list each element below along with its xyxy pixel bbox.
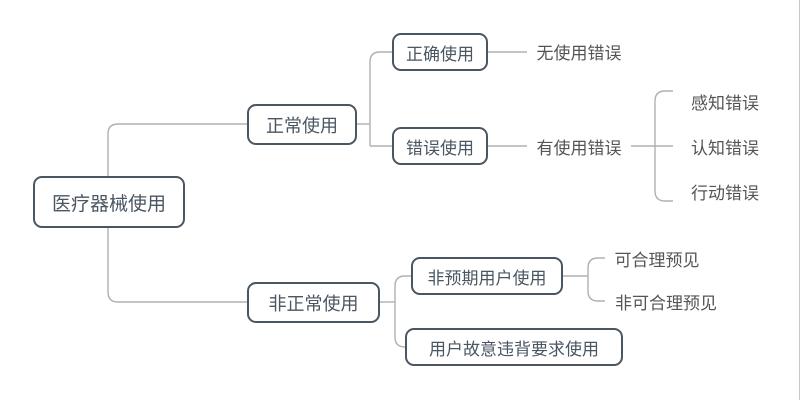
node-unexpected-user-use-label: 非预期用户使用 xyxy=(427,268,547,288)
node-action-error: 行动错误 xyxy=(673,178,777,204)
node-correct-use[interactable]: 正确使用 xyxy=(392,33,488,71)
node-cognition-error-label: 认知错误 xyxy=(691,138,759,158)
node-root-medical-device-use[interactable]: 医疗器械使用 xyxy=(33,176,185,228)
node-has-use-error: 有使用错误 xyxy=(527,133,631,159)
connector-normal-to-correct xyxy=(369,51,392,63)
node-not-reasonably-foreseeable: 非可合理预见 xyxy=(605,288,727,314)
node-unexpected-user-use[interactable]: 非预期用户使用 xyxy=(411,257,563,295)
node-intentional-violation-use-label: 用户故意违背要求使用 xyxy=(429,339,599,359)
connector-error-to-action xyxy=(654,190,673,202)
connector-root-to-normal xyxy=(107,123,247,135)
node-perception-error: 感知错误 xyxy=(673,88,777,114)
connector-error-to-perception xyxy=(654,90,673,102)
node-has-use-error-label: 有使用错误 xyxy=(536,138,622,158)
node-correct-use-label: 正确使用 xyxy=(406,44,474,64)
connector-abnormal-to-unexpected xyxy=(394,275,411,287)
node-abnormal-use-label: 非正常使用 xyxy=(268,293,359,314)
node-normal-use[interactable]: 正常使用 xyxy=(247,104,357,145)
node-no-use-error-label: 无使用错误 xyxy=(536,43,622,63)
node-normal-use-label: 正常使用 xyxy=(266,115,338,136)
node-root-label: 医疗器械使用 xyxy=(51,193,166,215)
connector-to-notforeseeable xyxy=(587,290,605,302)
node-action-error-label: 行动错误 xyxy=(691,183,759,203)
connector-to-foreseeable xyxy=(587,257,605,269)
node-cognition-error: 认知错误 xyxy=(673,133,777,159)
node-no-use-error: 无使用错误 xyxy=(527,38,631,64)
node-perception-error-label: 感知错误 xyxy=(691,93,759,113)
node-intentional-violation-use[interactable]: 用户故意违背要求使用 xyxy=(405,328,623,366)
node-not-reasonably-foreseeable-label: 非可合理预见 xyxy=(615,293,717,313)
node-wrong-use[interactable]: 错误使用 xyxy=(392,127,488,165)
connector-root-to-abnormal xyxy=(107,291,247,303)
node-wrong-use-label: 错误使用 xyxy=(406,138,474,158)
node-reasonably-foreseeable-label: 可合理预见 xyxy=(614,250,700,270)
node-reasonably-foreseeable: 可合理预见 xyxy=(605,245,709,271)
node-abnormal-use[interactable]: 非正常使用 xyxy=(247,282,380,323)
connector-abnormal-to-violate xyxy=(394,336,406,348)
